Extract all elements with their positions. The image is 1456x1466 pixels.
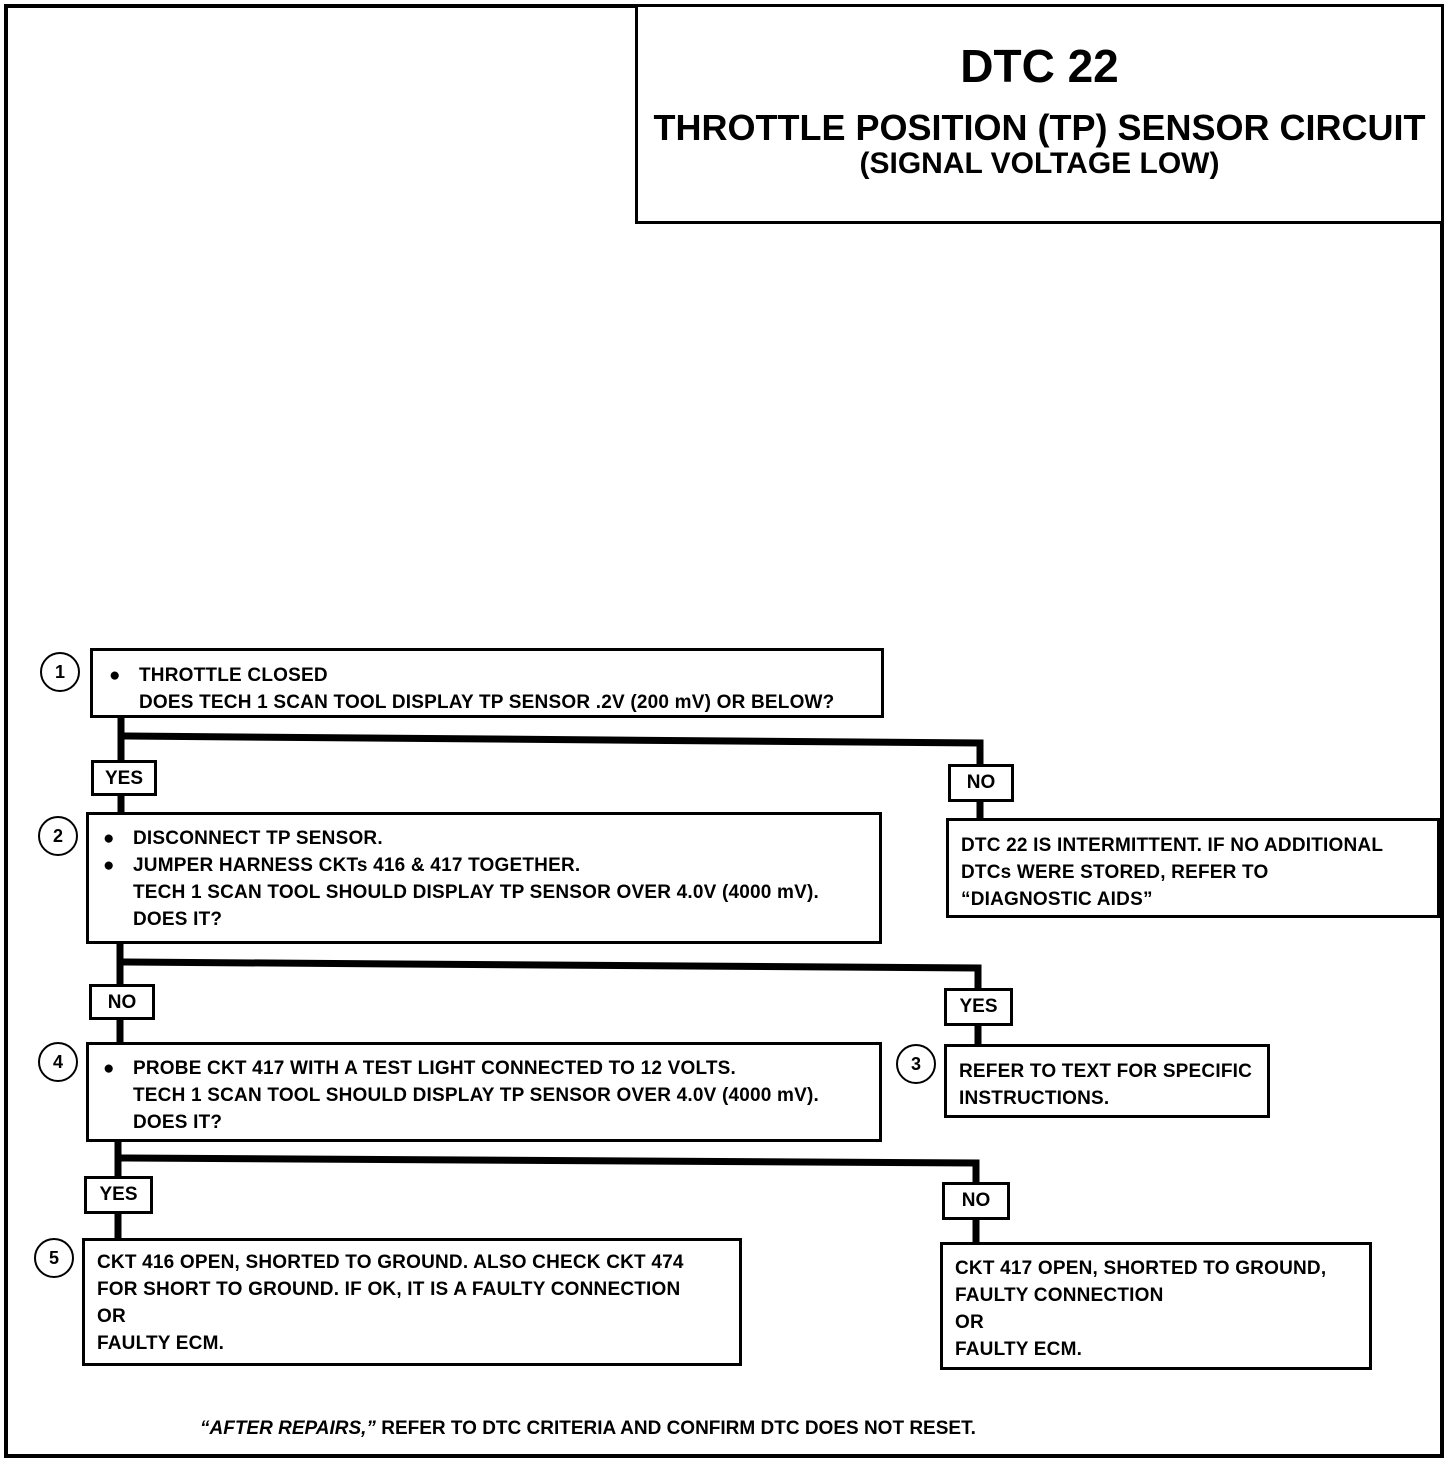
title-block: DTC 22 THROTTLE POSITION (TP) SENSOR CIR… <box>635 4 1444 224</box>
step-2-line-2: ●JUMPER HARNESS CKTs 416 & 417 TOGETHER. <box>103 852 879 879</box>
step-2-box: ●DISCONNECT TP SENSOR. ●JUMPER HARNESS C… <box>86 812 882 944</box>
ckt417-box: CKT 417 OPEN, SHORTED TO GROUND, FAULTY … <box>940 1242 1372 1370</box>
no-tag-2: NO <box>89 984 155 1020</box>
intermittent-box: DTC 22 IS INTERMITTENT. IF NO ADDITIONAL… <box>946 818 1440 918</box>
step-1-box: ●THROTTLE CLOSED DOES TECH 1 SCAN TOOL D… <box>90 648 884 718</box>
step-5-line-3: OR <box>97 1306 126 1327</box>
step-4-line-2: TECH 1 SCAN TOOL SHOULD DISPLAY TP SENSO… <box>133 1085 820 1106</box>
bullet-icon: ● <box>103 855 115 876</box>
step-3-line-2: INSTRUCTIONS. <box>959 1088 1110 1109</box>
ckt417-line-2: FAULTY CONNECTION <box>955 1285 1164 1306</box>
step-2-line-1: ●DISCONNECT TP SENSOR. <box>103 825 879 852</box>
connector-2-yes <box>119 958 982 990</box>
no-tag-4: NO <box>942 1182 1010 1220</box>
bullet-icon: ● <box>103 828 115 849</box>
step-5-box: CKT 416 OPEN, SHORTED TO GROUND. ALSO CH… <box>82 1238 742 1366</box>
bullet-icon: ● <box>109 665 121 686</box>
ckt417-line-1: CKT 417 OPEN, SHORTED TO GROUND, <box>955 1258 1327 1279</box>
step-1-marker: 1 <box>40 652 80 692</box>
step-2-line-3: TECH 1 SCAN TOOL SHOULD DISPLAY TP SENSO… <box>133 882 820 903</box>
step-5-line-4: FAULTY ECM. <box>97 1333 225 1354</box>
bullet-icon: ● <box>103 1058 115 1079</box>
step-4-line-1: ●PROBE CKT 417 WITH A TEST LIGHT CONNECT… <box>103 1055 879 1082</box>
step-4-line-3: DOES IT? <box>133 1112 223 1133</box>
step-2-marker: 2 <box>38 816 78 856</box>
step-3-marker: 3 <box>896 1044 936 1084</box>
step-3-box: REFER TO TEXT FOR SPECIFIC INSTRUCTIONS. <box>944 1044 1270 1118</box>
intermittent-line-2: DTCs WERE STORED, REFER TO <box>961 862 1269 883</box>
ckt417-line-4: FAULTY ECM. <box>955 1339 1083 1360</box>
step-3-line-1: REFER TO TEXT FOR SPECIFIC <box>959 1061 1253 1082</box>
step-4-box: ●PROBE CKT 417 WITH A TEST LIGHT CONNECT… <box>86 1042 882 1142</box>
dtc-title: THROTTLE POSITION (TP) SENSOR CIRCUIT <box>653 107 1426 148</box>
step-5-line-1: CKT 416 OPEN, SHORTED TO GROUND. ALSO CH… <box>97 1252 684 1273</box>
footer-quote: “AFTER REPAIRS,” <box>200 1418 376 1439</box>
step-4-marker: 4 <box>38 1042 78 1082</box>
step-5-marker: 5 <box>34 1238 74 1278</box>
footer-text: REFER TO DTC CRITERIA AND CONFIRM DTC DO… <box>375 1418 976 1439</box>
step-1-line-2: DOES TECH 1 SCAN TOOL DISPLAY TP SENSOR … <box>139 692 835 713</box>
dtc-subtitle: (SIGNAL VOLTAGE LOW) <box>859 147 1220 180</box>
intermittent-line-1: DTC 22 IS INTERMITTENT. IF NO ADDITIONAL <box>961 835 1384 856</box>
step-1-line-1: ●THROTTLE CLOSED <box>109 662 881 689</box>
yes-tag-1: YES <box>91 760 157 796</box>
dtc-code: DTC 22 <box>960 40 1119 92</box>
connector-1-no <box>120 732 984 766</box>
intermittent-line-3: “DIAGNOSTIC AIDS” <box>961 889 1153 910</box>
no-tag-1: NO <box>948 764 1014 802</box>
yes-tag-4: YES <box>84 1176 153 1214</box>
footer-note: “AFTER REPAIRS,” REFER TO DTC CRITERIA A… <box>200 1418 976 1440</box>
step-5-line-2: FOR SHORT TO GROUND. IF OK, IT IS A FAUL… <box>97 1279 681 1300</box>
connector-4-no <box>117 1154 980 1184</box>
yes-tag-2: YES <box>944 988 1013 1026</box>
ckt417-line-3: OR <box>955 1312 984 1333</box>
step-2-line-4: DOES IT? <box>133 909 223 930</box>
